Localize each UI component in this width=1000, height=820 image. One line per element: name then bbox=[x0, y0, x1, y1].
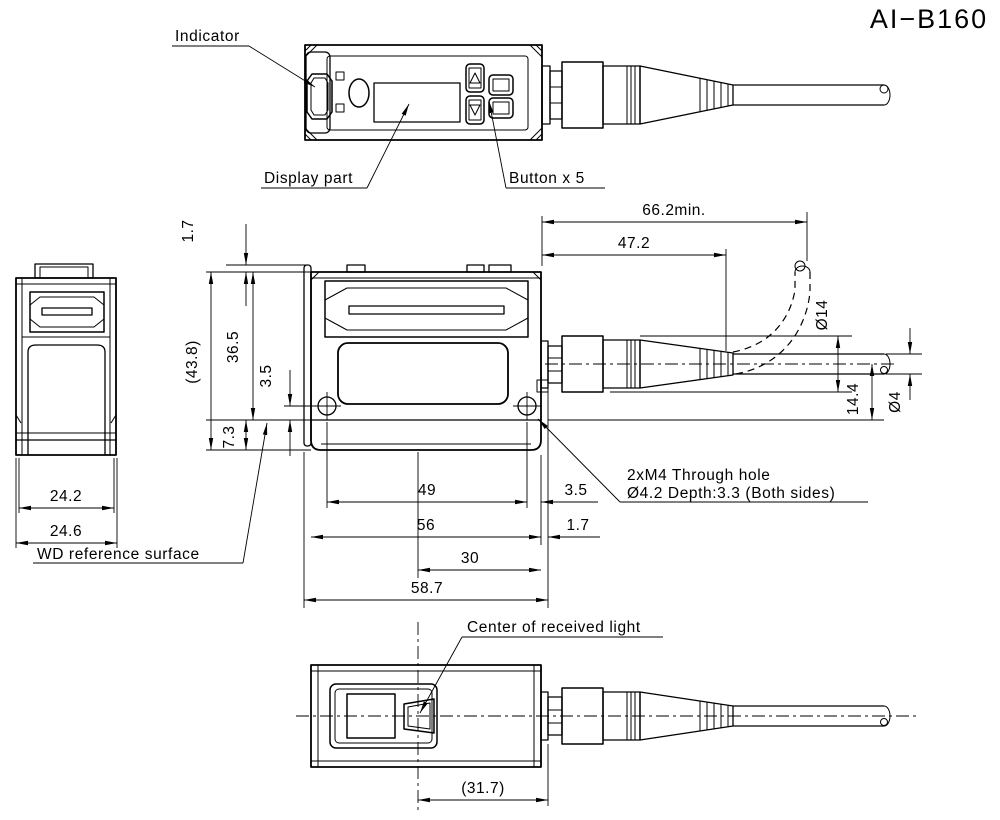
cable-end bbox=[883, 84, 891, 106]
screw-mark-top bbox=[335, 71, 345, 81]
display-window bbox=[373, 82, 461, 123]
arrow-down-icon bbox=[469, 104, 481, 116]
front-dims-left: 1.7 (43.8) 36.5 3.5 7.3 bbox=[180, 219, 315, 456]
arrow-up-icon bbox=[469, 72, 481, 84]
bottom-view-callouts: Center of received light (31.7) bbox=[418, 619, 663, 806]
label-mounting-hole-line2: Ø4.2 Depth:3.3 (Both sides) bbox=[627, 485, 835, 502]
front-dims-right: Ø14 14.4 Ø4 bbox=[548, 300, 922, 421]
receiver-element bbox=[403, 698, 435, 734]
dim-hole-edge: 3.5 bbox=[564, 482, 587, 499]
received-light-leader bbox=[419, 636, 463, 714]
set-button bbox=[488, 74, 514, 96]
side-top-tab bbox=[34, 263, 94, 279]
dim-overall-width: 58.7 bbox=[411, 580, 443, 597]
screw-mark-bottom bbox=[335, 103, 345, 113]
top-face-details bbox=[335, 71, 461, 123]
bottom-view: Center of received light (31.7) bbox=[296, 619, 920, 810]
dim-side-overall-width: 24.6 bbox=[50, 523, 82, 540]
display-leader bbox=[366, 103, 410, 189]
top-view: Indicator Display part Button x 5 bbox=[172, 28, 891, 189]
mounting-holes bbox=[313, 392, 541, 420]
indicator-window bbox=[305, 51, 333, 134]
front-left-plate bbox=[303, 264, 312, 447]
side-lower-panel bbox=[27, 344, 106, 455]
front-label-panel bbox=[337, 342, 509, 405]
dim-light-center: (31.7) bbox=[461, 780, 505, 797]
label-button-x5: Button x 5 bbox=[509, 170, 585, 187]
top-view-connector bbox=[541, 61, 891, 129]
dim-hole-pitch: 49 bbox=[418, 482, 436, 499]
dim-connector-dia: Ø14 bbox=[814, 300, 831, 331]
dim-light-to-edge: 30 bbox=[461, 550, 479, 567]
bent-cable-min-radius bbox=[732, 260, 811, 375]
side-body bbox=[15, 277, 117, 456]
label-display-part: Display part bbox=[264, 170, 353, 187]
side-view: 24.2 24.6 bbox=[15, 263, 118, 548]
dim-body-width: 56 bbox=[417, 517, 435, 534]
button-cluster bbox=[465, 63, 514, 125]
up-button bbox=[465, 63, 485, 93]
front-dims-top: 66.2min. 47.2 bbox=[541, 202, 808, 351]
dim-boot-overhang: 1.7 bbox=[566, 517, 589, 534]
mode-button bbox=[348, 78, 370, 108]
label-mounting-hole-line1: 2xM4 Through hole bbox=[627, 467, 770, 484]
dim-base-height: 7.3 bbox=[221, 425, 238, 448]
down-button bbox=[465, 95, 485, 125]
dim-connector-length: 47.2 bbox=[618, 235, 650, 252]
dim-overall-height: (43.8) bbox=[184, 340, 201, 384]
dim-cable-dia: Ø4 bbox=[887, 391, 904, 413]
mounting-hole-leader bbox=[537, 418, 621, 503]
front-view-callouts: WD reference surface 2xM4 Through hole Ø… bbox=[33, 418, 868, 564]
label-indicator: Indicator bbox=[175, 28, 240, 45]
dim-bend-min: 66.2min. bbox=[642, 202, 705, 219]
label-wd-reference: WD reference surface bbox=[37, 546, 200, 563]
dim-side-body-width: 24.2 bbox=[50, 488, 82, 505]
dim-body-height: 36.5 bbox=[225, 331, 242, 363]
top-view-body-outline bbox=[304, 44, 543, 141]
side-view-dimensions: 24.2 24.6 bbox=[15, 458, 118, 548]
dim-hole-offset: 3.5 bbox=[258, 364, 275, 387]
front-lens-window bbox=[324, 280, 529, 338]
button-leader bbox=[488, 100, 507, 189]
front-dims-bottom: 49 3.5 56 1.7 30 58.7 bbox=[303, 392, 600, 608]
drawing-title: AI−B160 bbox=[870, 4, 988, 34]
label-center-received-light: Center of received light bbox=[467, 619, 641, 636]
top-view-callouts: Indicator Display part Button x 5 bbox=[172, 28, 605, 189]
dim-cable-offset: 14.4 bbox=[845, 383, 862, 415]
front-view: 66.2min. 47.2 Ø14 14.4 Ø4 bbox=[33, 202, 922, 608]
dim-tab-height: 1.7 bbox=[180, 219, 197, 242]
front-body bbox=[303, 264, 549, 451]
wd-leader bbox=[242, 422, 268, 564]
side-lens-window bbox=[29, 291, 105, 333]
indicator-leader bbox=[248, 45, 316, 88]
